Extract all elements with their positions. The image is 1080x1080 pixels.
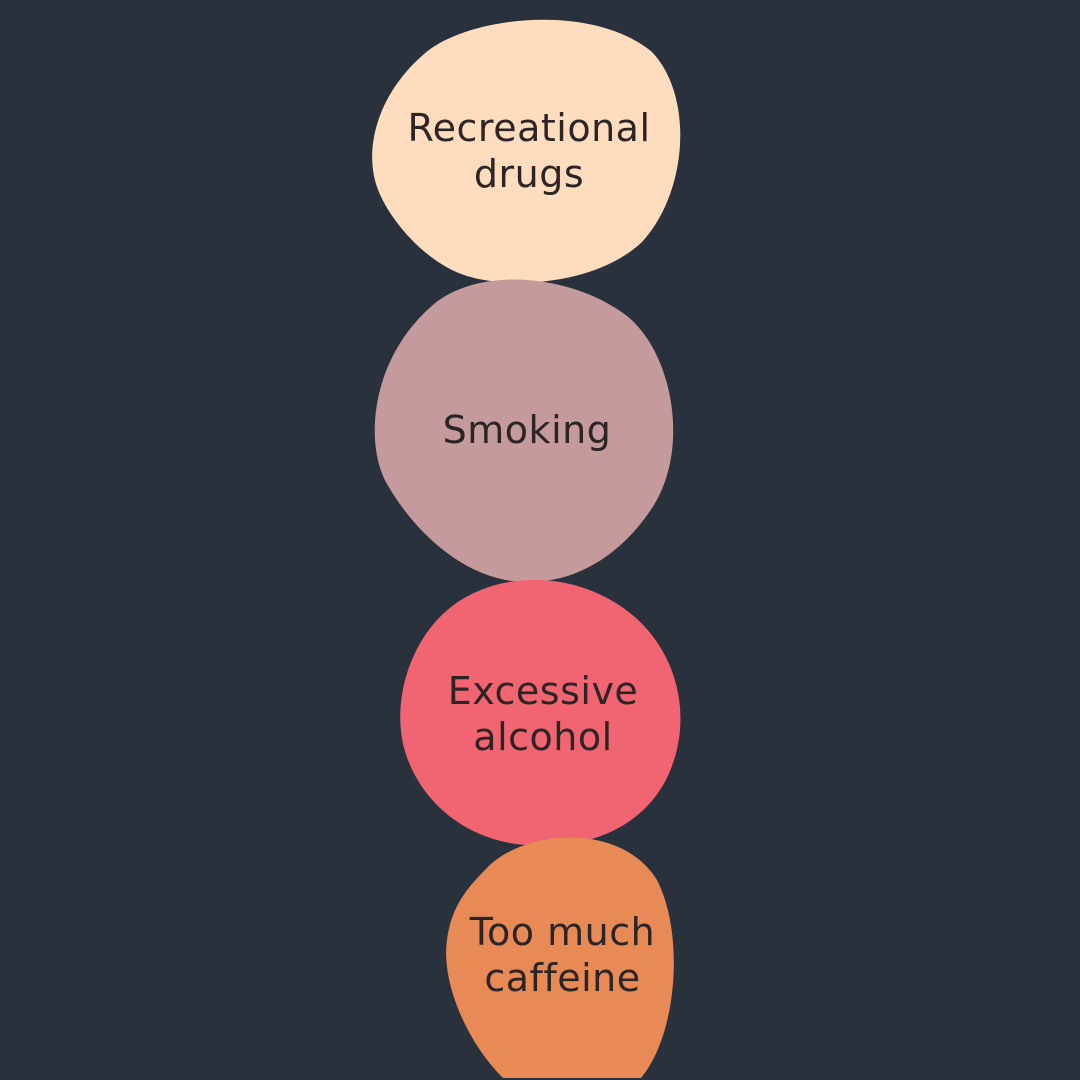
label-line: Smoking — [442, 408, 612, 452]
label-line: Excessive — [447, 669, 639, 713]
blob-fill — [372, 19, 681, 283]
blob-too-much-caffeine: Too much caffeine — [445, 830, 680, 1080]
label-line: alcohol — [473, 715, 613, 759]
blob-smoking: Smoking — [372, 276, 682, 584]
blob-excessive-alcohol: Excessive alcohol — [398, 578, 688, 850]
label-too-much-caffeine: Too much caffeine — [445, 830, 680, 1080]
blob-shape — [374, 279, 674, 583]
blob-shape — [446, 837, 674, 1078]
label-line: Too much — [469, 910, 656, 954]
label-line: caffeine — [484, 956, 641, 1000]
blob-fill — [400, 579, 681, 846]
label-line: Recreational — [407, 106, 651, 150]
label-smoking: Smoking — [372, 276, 682, 584]
blob-shape — [400, 579, 681, 846]
label-recreational-drugs: Recreational drugs — [372, 14, 686, 288]
label-excessive-alcohol: Excessive alcohol — [398, 578, 688, 850]
blob-fill — [446, 837, 674, 1078]
label-line: drugs — [473, 152, 585, 196]
blob-recreational-drugs: Recreational drugs — [372, 14, 686, 288]
blob-fill — [374, 279, 674, 583]
blob-shape — [372, 19, 681, 283]
